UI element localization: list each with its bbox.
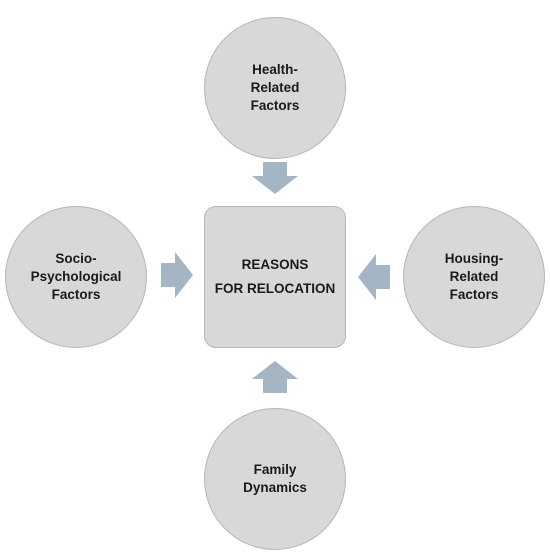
center-label-line: REASONS [241, 257, 309, 272]
housing-related-factors-node: Housing- Related Factors [403, 206, 545, 348]
node-label-line: Factors [250, 98, 300, 113]
node-label-line: Housing- [444, 251, 504, 266]
node-label-line: Factors [51, 287, 101, 302]
arrow-down-icon [252, 162, 298, 194]
node-label-line: Health- [252, 62, 298, 77]
reasons-for-relocation-node: REASONS FOR RELOCATION [204, 206, 346, 348]
health-related-factors-node: Health- Related Factors [204, 17, 346, 159]
node-label-line: Related [250, 80, 300, 95]
center-label-line: FOR RELOCATION [214, 281, 336, 296]
node-label-line: Family [253, 462, 297, 477]
node-label-line: Psychological [30, 269, 122, 284]
node-label-line: Related [449, 269, 499, 284]
node-label-line: Dynamics [243, 480, 307, 495]
family-dynamics-node: Family Dynamics [204, 408, 346, 550]
node-label-line: Factors [449, 287, 499, 302]
arrow-left-icon [358, 254, 390, 300]
arrow-up-icon [252, 361, 298, 393]
arrow-right-icon [161, 252, 193, 298]
socio-psychological-factors-node: Socio- Psychological Factors [5, 206, 147, 348]
node-label-line: Socio- [55, 251, 97, 266]
